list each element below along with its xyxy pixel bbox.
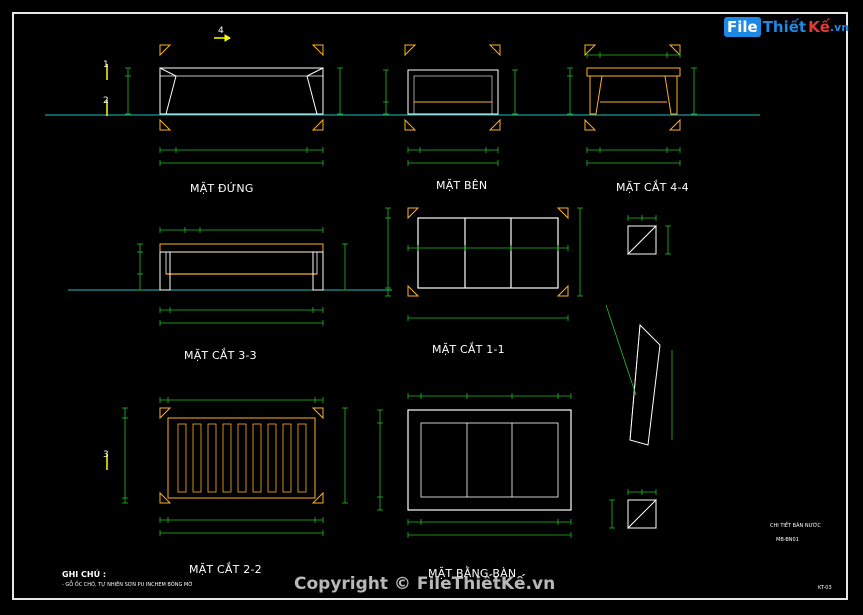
section33-body — [165, 251, 318, 275]
section11-frame — [417, 217, 559, 289]
section22-slat — [222, 423, 232, 493]
notes-title: GHI CHÚ : — [62, 570, 107, 579]
leg-corner-mark — [668, 44, 681, 57]
side-inner — [413, 75, 493, 115]
leg-detail-bottom-hatch — [626, 498, 657, 529]
section-mark-label: 2 — [103, 96, 109, 106]
leg-corner-mark — [488, 44, 501, 57]
title-tabletop: MẶT BẰNG BÀN — [428, 567, 517, 580]
title-block-sheet: KT-03 — [818, 585, 832, 591]
leg-detail-side-dim — [605, 304, 637, 396]
leg-corner-mark — [668, 118, 681, 131]
tabletop-outer — [407, 409, 572, 511]
section22-slat — [282, 423, 292, 493]
leg-corner-mark — [556, 207, 569, 220]
title-section44: MẶT CẮT 4-4 — [616, 181, 689, 194]
section44-left-leg — [589, 75, 603, 115]
notes-line1: - GỖ ỐC CHÓ, TỰ NHIÊN SƠN PU INCHEM BÓNG… — [62, 582, 193, 588]
section22-slat — [192, 423, 202, 493]
section-mark-label: 3 — [103, 450, 109, 460]
title-section22: MẶT CẮT 2-2 — [189, 563, 262, 576]
leg-corner-mark — [159, 44, 172, 57]
section44-right-leg — [664, 75, 678, 115]
leg-corner-mark — [556, 284, 569, 297]
section22-frame — [167, 417, 316, 499]
brand-logo: File Thiết Kế .vn — [724, 14, 849, 40]
title-block-name: CHI TIẾT BÀN NƯỚC — [770, 523, 821, 529]
drawing-frame — [12, 12, 848, 600]
title-section33: MẶT CẮT 3-3 — [184, 349, 257, 362]
leg-corner-mark — [311, 44, 324, 57]
logo-suffix: .vn — [829, 20, 850, 34]
section33-left-leg — [159, 251, 171, 291]
leg-corner-mark — [404, 118, 417, 131]
section22-slat — [207, 423, 217, 493]
leg-corner-mark — [311, 118, 324, 131]
copyright-watermark: Copyright © FileThiếtKế.vn — [294, 574, 556, 594]
section22-slat — [267, 423, 277, 493]
leg-detail-edge — [629, 324, 641, 441]
leg-detail-top-hatch — [626, 224, 657, 255]
section22-slat — [252, 423, 262, 493]
title-block-code: MB-BN01 — [776, 537, 799, 543]
leg-corner-mark — [407, 207, 420, 220]
section22-slat — [237, 423, 247, 493]
elevation-right-leg — [306, 67, 324, 115]
leg-corner-mark — [159, 118, 172, 131]
leg-corner-mark — [311, 407, 324, 420]
leg-corner-mark — [311, 491, 324, 504]
section44-top — [586, 67, 681, 77]
leg-corner-mark — [159, 491, 172, 504]
leg-corner-mark — [159, 407, 172, 420]
section33-right-leg — [312, 251, 324, 291]
logo-ke: Kế — [808, 18, 830, 36]
tabletop-inner — [420, 422, 559, 498]
title-elevation: MẶT ĐỨNG — [190, 182, 254, 195]
leg-corner-mark — [407, 284, 420, 297]
logo-file: File — [724, 17, 761, 37]
section-mark-label: 1 — [103, 60, 109, 70]
elevation-left-leg — [159, 67, 177, 115]
elevation-body — [159, 67, 324, 115]
logo-thiet: Thiết — [762, 18, 807, 36]
section22-slat — [177, 423, 187, 493]
leg-corner-mark — [404, 44, 417, 57]
section-mark-arrow — [224, 34, 231, 42]
section-mark-label: 4 — [218, 26, 224, 36]
side-body — [407, 69, 499, 115]
leg-corner-mark — [584, 44, 597, 57]
leg-corner-mark — [488, 118, 501, 131]
leg-corner-mark — [584, 118, 597, 131]
section22-slat — [297, 423, 307, 493]
section33-top — [159, 243, 324, 253]
title-side: MẶT BÊN — [436, 179, 488, 192]
title-section11: MẶT CẮT 1-1 — [432, 343, 505, 356]
